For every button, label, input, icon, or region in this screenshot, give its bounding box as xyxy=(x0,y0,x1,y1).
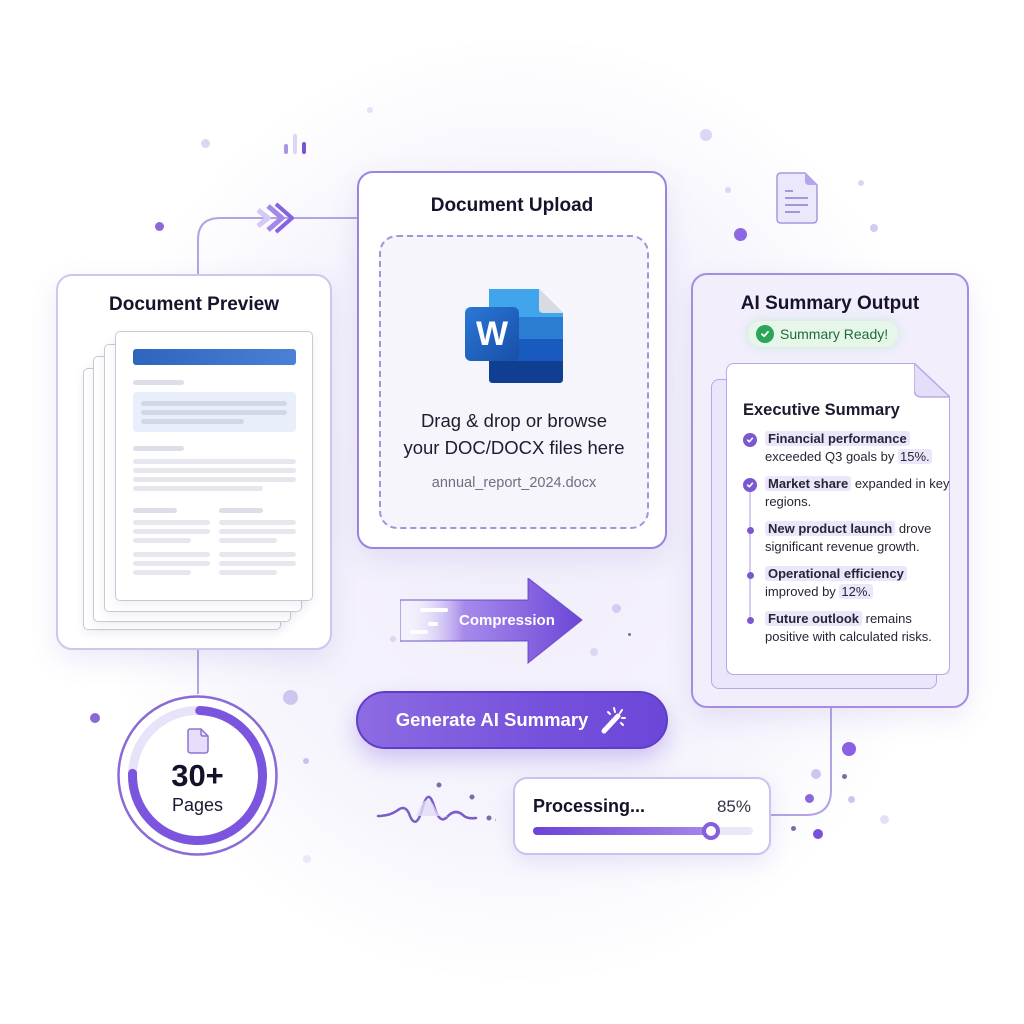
decor-dot xyxy=(734,228,747,241)
bullet-dot-icon xyxy=(747,617,754,624)
generate-button-label: Generate AI Summary xyxy=(395,709,589,730)
decor-dot xyxy=(612,604,621,613)
document-upload-card: Document Upload W Drag & drop or browse … xyxy=(357,171,667,549)
svg-text:W: W xyxy=(476,315,509,353)
check-circle-icon xyxy=(743,478,757,492)
output-title: AI Summary Output xyxy=(740,293,920,314)
decor-dot xyxy=(628,633,631,636)
decor-dot xyxy=(791,826,796,831)
preview-title: Document Preview xyxy=(109,294,279,315)
progress-handle[interactable] xyxy=(702,822,720,840)
decor-dot xyxy=(590,648,598,656)
document-icon xyxy=(187,728,209,754)
magic-wand-icon xyxy=(601,707,627,734)
bullet-dot-icon xyxy=(747,527,754,534)
ai-summary-output-card: AI Summary Output Summary Ready! Executi… xyxy=(691,273,969,708)
compression-label: Compression xyxy=(459,612,555,629)
floating-document-icon xyxy=(776,172,818,224)
decor-dot xyxy=(870,224,878,232)
decor-dot xyxy=(700,129,712,141)
summary-ready-text: Summary Ready! xyxy=(780,326,889,342)
decor-dot xyxy=(880,815,889,824)
timeline-line xyxy=(749,485,751,620)
upload-title: Document Upload xyxy=(430,195,594,216)
drop-instructions-line1: Drag & drop or browse xyxy=(420,410,608,431)
executive-summary-title: Executive Summary xyxy=(743,401,900,419)
page-count-label: Pages xyxy=(171,795,224,815)
summary-ready-badge: Summary Ready! xyxy=(748,321,899,347)
word-docx-icon: W xyxy=(465,289,563,383)
processing-progress-bar[interactable] xyxy=(533,822,753,840)
decor-dot xyxy=(201,139,210,148)
check-circle-icon xyxy=(756,325,774,343)
decor-dot xyxy=(367,107,373,113)
decor-dot xyxy=(848,796,855,803)
decor-dot xyxy=(725,187,731,193)
drop-instructions-line2: your DOC/DOCX files here xyxy=(403,437,625,458)
decor-dot xyxy=(858,180,864,186)
decor-dot xyxy=(283,690,298,705)
decor-dot xyxy=(303,855,311,863)
decor-dot xyxy=(303,758,309,764)
decor-dot xyxy=(805,794,814,803)
preview-page-front xyxy=(115,331,313,601)
decor-dot xyxy=(155,222,164,231)
decor-dot xyxy=(842,742,856,756)
waveform-icon xyxy=(376,782,496,823)
page-fold-icon xyxy=(914,363,950,398)
decor-dot xyxy=(390,636,396,642)
decor-dot xyxy=(842,774,847,779)
uploaded-file-name: annual_report_2024.docx xyxy=(431,475,597,491)
decor-dot xyxy=(811,769,821,779)
processing-label: Processing... xyxy=(533,796,646,816)
progress-ring xyxy=(117,695,278,856)
preview-highlight-block xyxy=(133,392,296,432)
preview-header-bar xyxy=(133,349,296,365)
generate-ai-summary-button[interactable]: Generate AI Summary xyxy=(356,691,668,749)
page-count-value: 30+ xyxy=(171,758,224,793)
document-preview-card: Document Preview xyxy=(56,274,332,650)
processing-status-card: Processing... 85% xyxy=(513,777,771,855)
page-count-ring: 30+ Pages xyxy=(116,694,279,857)
decor-dot xyxy=(813,829,823,839)
check-circle-icon xyxy=(743,433,757,447)
decor-dot xyxy=(90,713,100,723)
bar-chart-icon xyxy=(284,134,306,154)
bullet-dot-icon xyxy=(747,572,754,579)
processing-percent: 85% xyxy=(716,797,751,816)
file-dropzone[interactable]: W Drag & drop or browse your DOC/DOCX fi… xyxy=(379,235,649,529)
compression-arrow xyxy=(400,578,583,664)
progress-fill xyxy=(533,827,711,835)
